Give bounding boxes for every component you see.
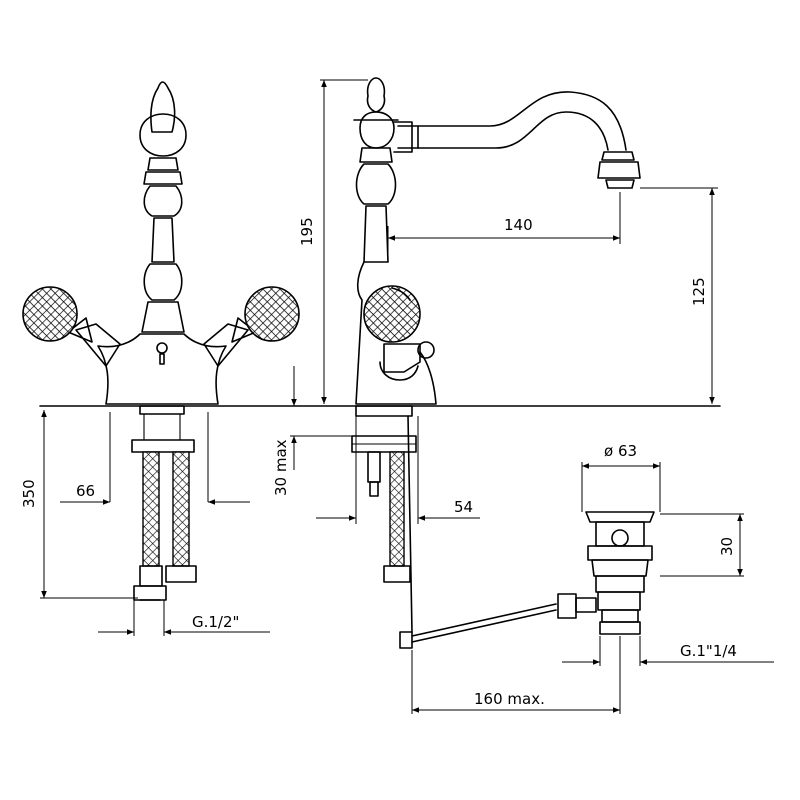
dim-deck-thickness: 30 max	[272, 439, 290, 496]
dim-hose-thread: G.1/2"	[192, 613, 239, 631]
dim-waste-diameter: ø 63	[604, 442, 637, 460]
pop-up-waste: ø 63 30 G.1"1/4 160 max.	[411, 442, 774, 714]
dim-total-height: 195	[298, 217, 316, 246]
dim-spout-reach: 140	[504, 216, 533, 234]
dim-body-offset: 54	[454, 498, 473, 516]
side-view: 195 140 125 30 max 54	[272, 77, 718, 649]
dim-rod-length: 160 max.	[474, 690, 545, 708]
dim-hose-length: 350	[20, 479, 38, 508]
right-handle-knob	[203, 286, 300, 367]
dim-spout-height: 125	[690, 277, 708, 306]
dim-hose-spacing: 66	[76, 482, 95, 500]
left-handle-knob	[22, 286, 121, 367]
side-handle-knob	[363, 285, 421, 343]
supply-hoses	[133, 451, 197, 601]
dim-waste-height: 30	[718, 537, 736, 556]
dim-waste-thread: G.1"1/4	[680, 642, 737, 660]
front-view: 350 66 G.1/2"	[20, 81, 300, 636]
